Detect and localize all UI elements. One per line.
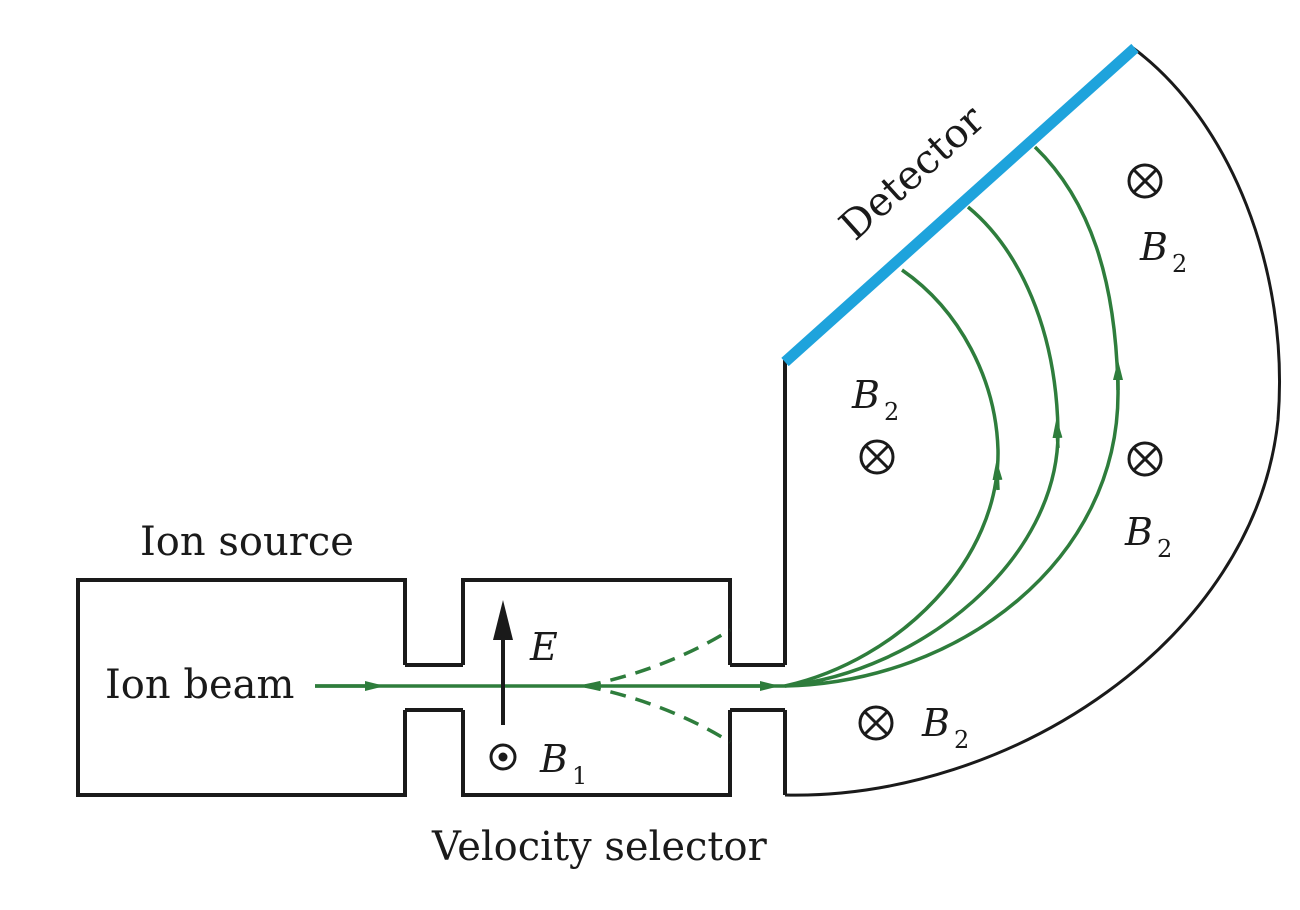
field-into-page-icon [858,705,894,741]
b2-label: B 2 [1124,510,1172,563]
deflection-chamber-curved-wall [784,46,1281,797]
field-into-page-icon [859,439,895,475]
ion-beam-label: Ion beam [105,662,294,708]
trajectory-medium-radius [784,205,1060,688]
rejected-trajectory-up [584,628,731,688]
rejected-trajectory-down [584,684,731,744]
field-into-page-icon [1127,441,1163,477]
b1-label: B 1 [539,737,587,790]
detector-plate [781,43,1139,367]
field-into-page-icon [1127,163,1163,199]
velocity-selector-label: Velocity selector [431,824,768,870]
b2-label: B 2 [921,701,969,754]
velocity-selector-chamber [461,578,732,797]
electric-field-label: E [529,625,558,669]
detector-label: Detector [831,96,994,249]
field-out-of-page-icon [489,743,517,771]
trajectory-medium-arrow [1052,418,1063,449]
trajectory-large-radius [784,145,1120,688]
ion-source-chamber [76,578,407,797]
ion-source-label: Ion source [140,519,354,565]
b2-label: B 2 [851,373,899,426]
electric-field-arrowhead [493,600,513,640]
b2-label: B 2 [1139,225,1187,278]
trajectory-small-arrow [992,460,1003,491]
